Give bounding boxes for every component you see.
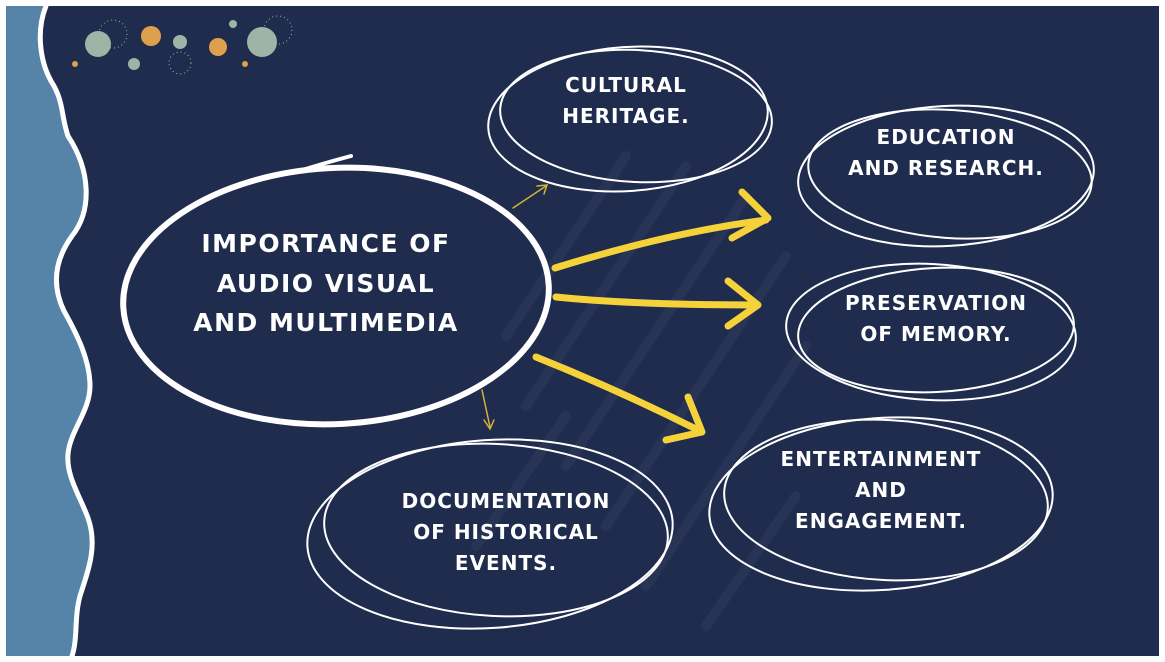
dot-icon (263, 15, 293, 45)
documentation-events-oval (306, 438, 674, 630)
decorative-dots (72, 15, 293, 75)
node-cultural-heritage: CULTURAL HERITAGE. (526, 70, 726, 132)
arrow-to-cultural-heritage (512, 184, 549, 209)
education-research-oval (797, 104, 1095, 248)
documentation-line-1: DOCUMENTATION (401, 489, 611, 513)
arrow-to-preservation (552, 277, 762, 330)
dot-icon (85, 31, 111, 57)
dot-icon (168, 51, 192, 75)
dot-icon (72, 61, 78, 67)
node-preservation-memory: PRESERVATION OF MEMORY. (816, 288, 1056, 350)
entertainment-line-3: ENGAGEMENT. (795, 509, 967, 533)
arrows-main (532, 188, 772, 444)
node-education-research: EDUCATION AND RESEARCH. (821, 122, 1071, 184)
documentation-line-2: OF HISTORICAL (413, 520, 599, 544)
dot-icon (209, 38, 227, 56)
entertainment-engagement-oval (708, 416, 1054, 592)
center-line-1: IMPORTANCE OF (201, 229, 451, 258)
node-documentation-events: DOCUMENTATION OF HISTORICAL EVENTS. (376, 486, 636, 579)
dot-icon (128, 58, 140, 70)
dot-icon (242, 61, 248, 67)
center-line-3: AND MULTIMEDIA (193, 308, 459, 337)
side-wave-outline (37, 6, 95, 656)
node-entertainment-engagement: ENTERTAINMENT AND ENGAGEMENT. (751, 444, 1011, 537)
dot-icon (141, 26, 161, 46)
preservation-line-2: OF MEMORY. (860, 322, 1012, 346)
center-oval (120, 154, 552, 428)
education-line-2: AND RESEARCH. (848, 156, 1044, 180)
center-topic-label: IMPORTANCE OF AUDIO VISUAL AND MULTIMEDI… (161, 224, 491, 343)
cultural-heritage-oval (487, 45, 773, 193)
dot-icon (247, 27, 277, 57)
dot-icon (98, 19, 128, 49)
center-line-2: AUDIO VISUAL (216, 268, 436, 298)
entertainment-line-1: ENTERTAINMENT (780, 447, 982, 471)
diagram-canvas (6, 6, 1095, 656)
arrow-to-entertainment (532, 353, 706, 444)
documentation-line-3: EVENTS. (454, 551, 558, 575)
slide: IMPORTANCE OF AUDIO VISUAL AND MULTIMEDI… (6, 6, 1159, 656)
preservation-memory-oval (785, 262, 1077, 402)
education-line-1: EDUCATION (876, 125, 1016, 149)
side-wave-panel (6, 6, 93, 656)
arrow-to-education (551, 188, 772, 272)
arrows-thin (481, 184, 549, 431)
arrow-to-documentation (481, 389, 495, 431)
dot-icon (229, 20, 237, 28)
entertainment-line-2: AND (855, 478, 907, 502)
dot-icon (173, 35, 187, 49)
preservation-line-1: PRESERVATION (844, 291, 1028, 315)
cultural-line-2: HERITAGE. (562, 104, 690, 128)
cultural-line-1: CULTURAL (565, 73, 687, 97)
